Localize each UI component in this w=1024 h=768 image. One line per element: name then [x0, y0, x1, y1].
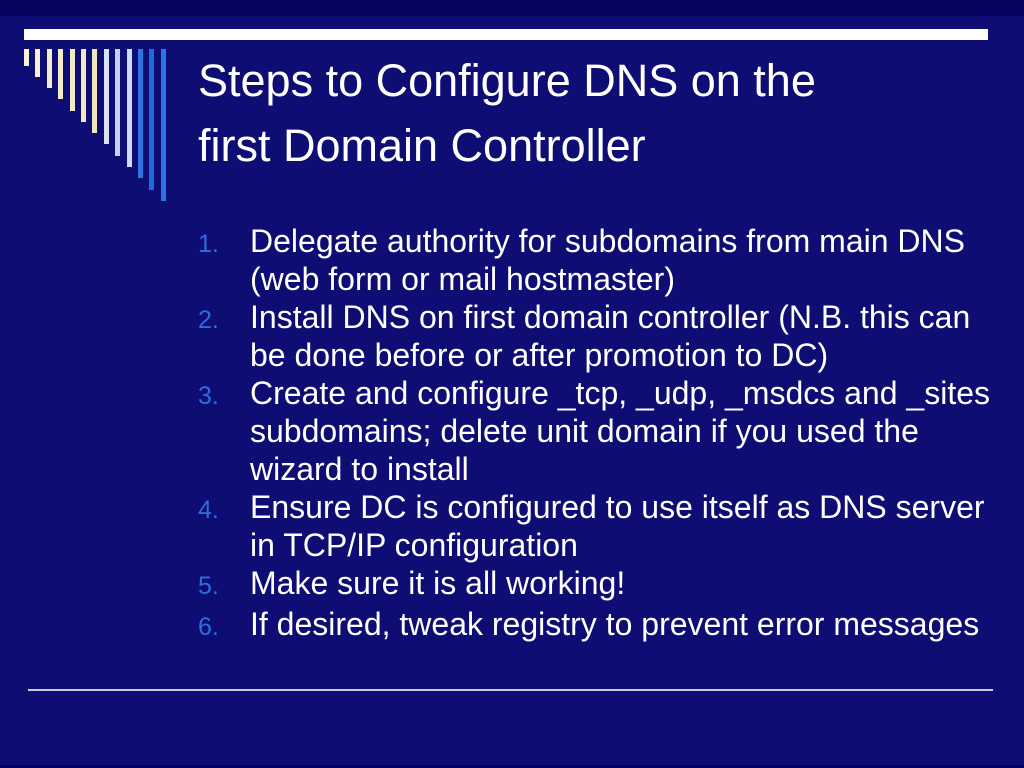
title-divider-bar — [24, 29, 988, 40]
list-item-number: 2. — [198, 306, 219, 334]
deco-bar — [58, 49, 64, 99]
bottom-edge-strip — [0, 765, 1024, 768]
deco-bar — [115, 49, 121, 156]
list-item-text: Create and configure _tcp, _udp, _msdcs … — [250, 375, 990, 487]
list-item: 6. If desired, tweak registry to prevent … — [198, 605, 998, 646]
list-item-text: Delegate authority for subdomains from m… — [250, 223, 965, 297]
list-item: 2. Install DNS on first domain controller… — [198, 298, 998, 374]
list-item-text: If desired, tweak registry to prevent er… — [250, 606, 980, 642]
list-item-number: 1. — [198, 230, 219, 258]
numbered-steps-list: 1. Delegate authority for subdomains from… — [198, 222, 998, 646]
deco-bar — [137, 49, 143, 178]
deco-bar — [46, 49, 52, 88]
deco-bar — [69, 49, 75, 111]
list-item-number: 4. — [198, 496, 219, 524]
list-item-text: Ensure DC is configured to use itself as… — [250, 489, 985, 563]
logo-comb-bars-icon — [24, 49, 166, 201]
footer-rule — [28, 689, 993, 691]
list-item-number: 6. — [198, 613, 219, 641]
deco-bar — [160, 49, 166, 201]
deco-bar — [149, 49, 155, 190]
deco-bar — [126, 49, 132, 167]
slide-title: Steps to Configure DNS on the first Doma… — [198, 48, 1010, 178]
slide-title-line-1: Steps to Configure DNS on the — [198, 55, 816, 106]
deco-bar — [92, 49, 98, 133]
list-item-number: 5. — [198, 572, 219, 600]
list-item: 4. Ensure DC is configured to use itself … — [198, 488, 998, 564]
deco-bar — [35, 49, 41, 77]
list-item-text: Make sure it is all working! — [250, 565, 626, 601]
list-item: 5. Make sure it is all working! — [198, 564, 998, 605]
list-item-text: Install DNS on first domain controller (… — [250, 299, 971, 373]
deco-bar — [80, 49, 86, 122]
list-item: 1. Delegate authority for subdomains from… — [198, 222, 998, 298]
deco-bar — [24, 49, 29, 66]
slide-title-line-2: first Domain Controller — [198, 120, 646, 171]
list-item-number: 3. — [198, 382, 219, 410]
list-item: 3. Create and configure _tcp, _udp, _msdc… — [198, 374, 998, 488]
deco-bar — [103, 49, 109, 144]
top-edge-strip — [0, 0, 1024, 16]
